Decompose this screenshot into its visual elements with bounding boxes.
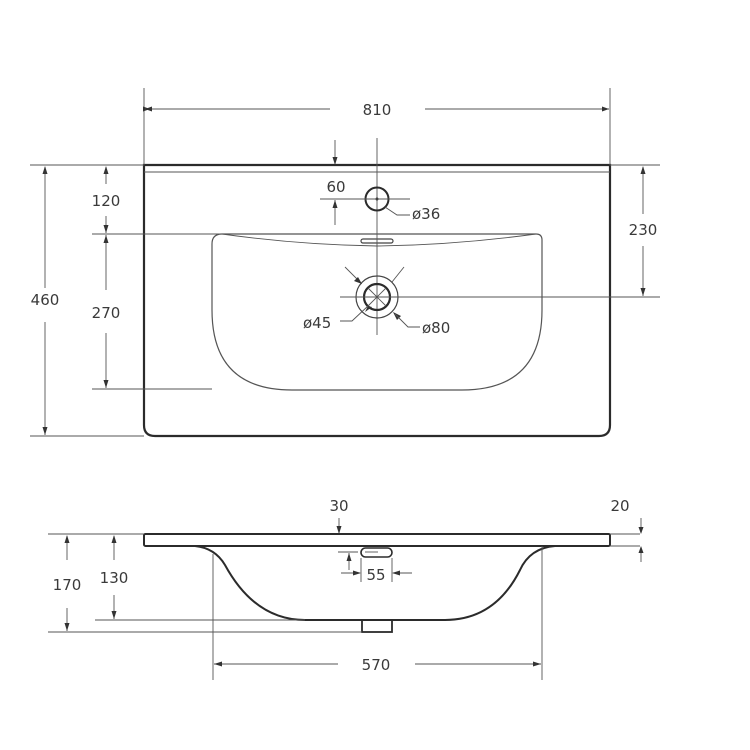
dim-drain-outer-label: ø80	[422, 319, 450, 337]
dim-overflow-width-label: 55	[366, 566, 385, 584]
top-view: 810 460 120 270 60 ø36	[30, 88, 660, 438]
dim-total-height-label: 170	[53, 576, 82, 594]
overflow-profile	[360, 547, 393, 558]
dim-front-to-bowl-label: 120	[92, 192, 121, 210]
drain-stub	[361, 619, 393, 633]
dim-overflow-offset-label: 30	[329, 497, 348, 515]
dim-drain-inner-label: ø45	[303, 314, 331, 332]
dim-slab-thickness-label: 20	[610, 497, 629, 515]
dim-tap-offset-label: 60	[326, 178, 345, 196]
dim-bowl-width-label: 570	[362, 656, 391, 674]
slab-profile	[143, 533, 611, 547]
dim-bowl-height-label: 130	[100, 569, 129, 587]
dim-tap-diameter-label: ø36	[412, 205, 440, 223]
basin-outline	[142, 163, 612, 438]
dim-width-label: 810	[363, 101, 392, 119]
bowl-outline	[211, 233, 543, 391]
dim-depth-label: 460	[31, 291, 60, 309]
dim-drain-position-label: 230	[629, 221, 658, 239]
side-view: 170 130 30 55 20 570	[48, 497, 644, 680]
dim-bowl-depth-label: 270	[92, 304, 121, 322]
